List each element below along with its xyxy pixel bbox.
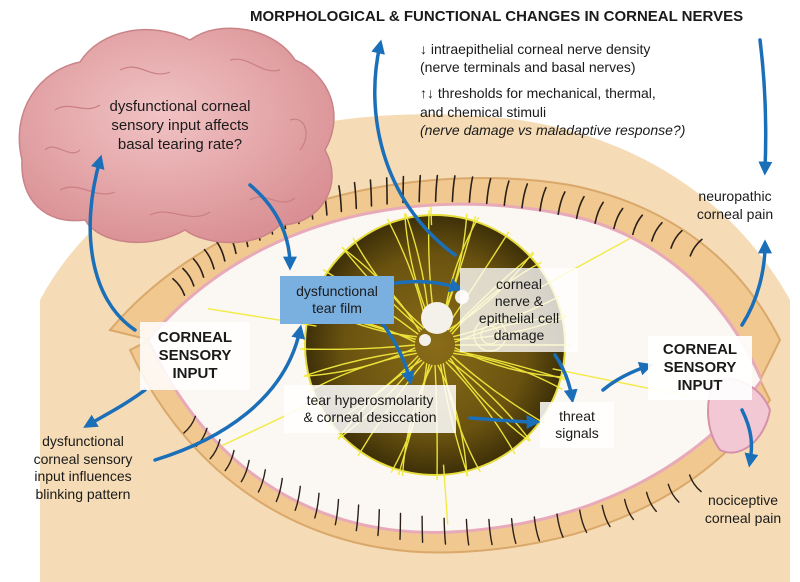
corneal-sensory-input-right: CORNEAL SENSORY INPUT (648, 336, 752, 400)
arrow-input-to-neuropathic (740, 239, 772, 327)
threat-2: signals (555, 425, 599, 441)
nociceptive-pain-label: nociceptive corneal pain (690, 492, 796, 527)
neuropathic-2: corneal pain (696, 205, 774, 222)
changes-text: ↓ intraepithelial corneal nerve density … (420, 40, 750, 139)
arrow-brain-to-tearfilm (248, 183, 297, 271)
arrow-changes-to-neuropathic (758, 38, 773, 176)
left-input-2: SENSORY (158, 346, 232, 364)
hyperosm-1: tear hyperosmolarity (306, 391, 434, 408)
brain-folds (44, 58, 307, 218)
arrow-threat-to-input (601, 362, 654, 392)
left-input-3: INPUT (172, 365, 218, 383)
blink-label-3: input influences (34, 468, 132, 484)
right-input-2: SENSORY (663, 358, 737, 376)
brain-label-2: sensory input affects (111, 116, 249, 134)
brain-label-3: basal tearing rate? (117, 135, 243, 153)
blink-label-2: corneal sensory (33, 450, 133, 467)
brain-label: dysfunctional corneal sensory input affe… (60, 98, 300, 154)
arrow-input-to-blink (83, 388, 147, 428)
damage-1: corneal (496, 275, 542, 292)
blinking-label: dysfunctional corneal sensory input infl… (8, 433, 158, 503)
tear-film-box: dysfunctional tear film (280, 276, 394, 324)
threat-signals-box: threat signals (540, 402, 614, 448)
threat-1: threat (559, 407, 595, 424)
tear-film-2: tear film (312, 300, 362, 316)
changes-line-1: ↓ intraepithelial corneal nerve density (420, 41, 651, 57)
damage-4: damage (493, 327, 545, 344)
arrow-tearfilm-to-hyperosm (378, 318, 415, 386)
light-reflection (421, 302, 453, 334)
hyperosm-2: & corneal desiccation (303, 409, 437, 425)
neuropathic-1: neuropathic (698, 188, 772, 204)
lower-eyelashes (183, 415, 702, 546)
damage-3: epithelial cell (478, 310, 560, 326)
arrow-hyperosm-to-threat (468, 414, 541, 429)
left-input-1: CORNEAL (157, 328, 233, 346)
arrow-damage-to-threat (553, 353, 578, 404)
arrow-tearfilm-to-damage (393, 278, 464, 292)
arrows (83, 38, 773, 468)
changes-line-4: and chemical stimuli (420, 103, 547, 120)
changes-line-2: (nerve terminals and basal nerves) (420, 59, 636, 76)
arrow-input-to-nociceptive (740, 408, 759, 468)
brain-label-1: dysfunctional corneal (109, 98, 251, 115)
blink-label-4: blinking pattern (35, 485, 131, 502)
hyperosmolarity-box: tear hyperosmolarity & corneal desiccati… (284, 385, 456, 433)
damage-2: nerve & (494, 292, 544, 309)
changes-line-3: ↑↓ thresholds for mechanical, thermal, (420, 85, 656, 102)
changes-line-5: (nerve damage vs maladaptive response?) (420, 121, 686, 138)
corneal-damage-box: corneal nerve & epithelial cell damage (460, 268, 578, 352)
arrow-iris-to-changes (371, 39, 457, 257)
right-input-1: CORNEAL (662, 340, 738, 358)
tear-film-1: dysfunctional (296, 282, 378, 299)
right-input-3: INPUT (677, 377, 723, 395)
arrow-input-to-brain (88, 154, 137, 332)
main-title: MORPHOLOGICAL & FUNCTIONAL CHANGES IN CO… (250, 8, 744, 25)
neuropathic-pain-label: neuropathic corneal pain (680, 188, 790, 223)
blink-label-1: dysfunctional (42, 433, 124, 449)
nociceptive-1: nociceptive (707, 492, 779, 508)
nociceptive-2: corneal pain (704, 509, 782, 526)
corneal-sensory-input-left: CORNEAL SENSORY INPUT (140, 322, 250, 390)
arrow-blink-to-tearfilm (153, 324, 306, 462)
